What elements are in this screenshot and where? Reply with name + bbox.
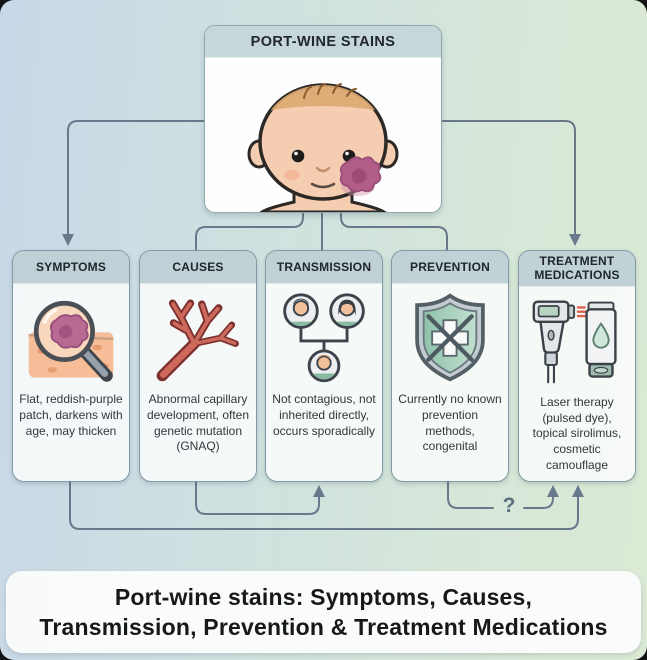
card-prevention: PREVENTION Currently no known prevention… <box>391 250 509 482</box>
card-title: CAUSES <box>140 251 256 284</box>
shield-cross-strike-icon <box>392 284 508 392</box>
baby-illustration <box>205 58 441 212</box>
card-description: Not contagious, not inherited directly, … <box>272 392 376 438</box>
card-description: Currently no known prevention methods, c… <box>398 392 502 454</box>
card-description: Laser therapy (pulsed dye), topical siro… <box>532 394 622 473</box>
card-title: SYMPTOMS <box>13 251 129 284</box>
card-description: Flat, reddish-purple patch, darkens with… <box>19 392 123 438</box>
laser-device-and-cream-tube-icon <box>519 287 635 395</box>
card-title: PREVENTION <box>392 251 508 284</box>
footer-title-panel: Port-wine stains: Symptoms, Causes, Tran… <box>6 571 641 653</box>
family-tree-icon <box>266 284 382 392</box>
baby-with-port-wine-stain-icon <box>247 83 399 212</box>
card-description: Abnormal capillary development, often ge… <box>146 392 250 454</box>
footer-title-line-1: Port-wine stains: Symptoms, Causes, <box>114 583 533 610</box>
question-mark-label: ? <box>502 494 516 517</box>
card-title: TREATMENT MEDICATIONS <box>519 251 635 287</box>
card-transmission: TRANSMISSION <box>265 250 383 482</box>
card-causes: CAUSES Abnormal capillary development, o… <box>139 250 257 482</box>
root-card: PORT-WINE STAINS <box>204 25 442 213</box>
footer-title-line-2: Transmission, Prevention & Treatment Med… <box>39 614 608 640</box>
capillary-branch-icon <box>140 284 256 392</box>
card-treatment-medications: TREATMENT MEDICATIONS <box>518 250 636 482</box>
card-symptoms: SYMPTOMS Flat, reddish-purple patch, dar… <box>12 250 130 482</box>
root-card-title: PORT-WINE STAINS <box>205 26 441 58</box>
magnifier-skin-icon <box>13 284 129 392</box>
card-title: TRANSMISSION <box>266 251 382 284</box>
